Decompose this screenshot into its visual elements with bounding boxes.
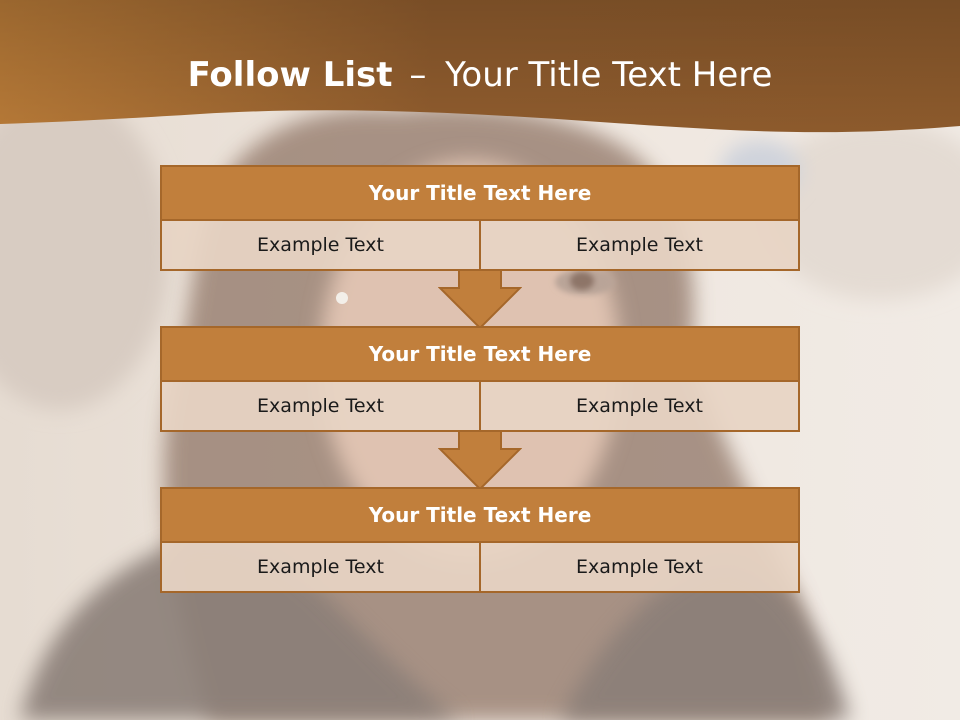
block-row: Example Text Example Text: [160, 221, 800, 271]
header-band: [0, 0, 960, 133]
list-block-2: Your Title Text Here Example Text Exampl…: [160, 326, 800, 432]
block-cell-right: Example Text: [481, 221, 800, 271]
slide-title-text: Your Title Text Here: [445, 55, 773, 95]
block-title: Your Title Text Here: [160, 165, 800, 221]
slide-title: Follow List – Your Title Text Here: [0, 55, 960, 95]
block-cell-left: Example Text: [160, 382, 481, 432]
down-arrow-icon: [438, 270, 522, 330]
down-arrow-icon: [438, 431, 522, 491]
block-cell-left: Example Text: [160, 221, 481, 271]
slide-title-bold: Follow List: [187, 55, 393, 95]
block-cell-left: Example Text: [160, 543, 481, 593]
list-block-3: Your Title Text Here Example Text Exampl…: [160, 487, 800, 593]
block-cell-right: Example Text: [481, 382, 800, 432]
block-row: Example Text Example Text: [160, 543, 800, 593]
list-block-1: Your Title Text Here Example Text Exampl…: [160, 165, 800, 271]
block-title: Your Title Text Here: [160, 487, 800, 543]
slide-title-separator: –: [409, 55, 427, 95]
block-title: Your Title Text Here: [160, 326, 800, 382]
block-row: Example Text Example Text: [160, 382, 800, 432]
block-cell-right: Example Text: [481, 543, 800, 593]
